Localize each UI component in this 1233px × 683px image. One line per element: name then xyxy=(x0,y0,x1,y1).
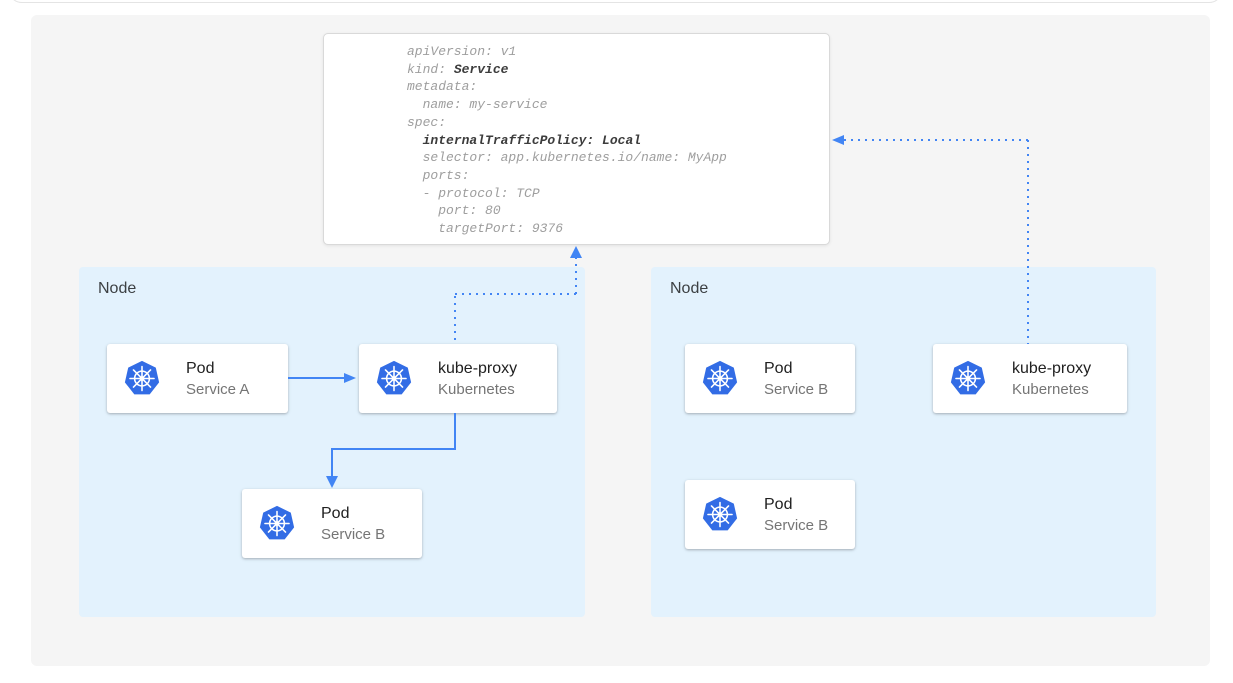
kubernetes-icon xyxy=(702,496,738,531)
node-right: Node Pod Service B xyxy=(651,267,1156,617)
kubernetes-icon xyxy=(259,505,295,540)
kubernetes-icon xyxy=(702,360,738,395)
dotted-left-seg2 xyxy=(455,293,577,295)
dotted-right-seg2 xyxy=(844,139,1028,141)
kubernetes-icon xyxy=(950,360,986,395)
dotted-left-seg1 xyxy=(454,296,456,344)
card-subtitle: Kubernetes xyxy=(438,380,515,398)
card-title: kube-proxy xyxy=(438,359,518,377)
pod-card-service-b-left: Pod Service B xyxy=(242,489,422,558)
card-title: kube-proxy xyxy=(1012,359,1092,377)
pod-card-service-b-right-2: Pod Service B xyxy=(685,480,855,549)
card-subtitle: Service B xyxy=(321,525,386,543)
card-title: Pod xyxy=(764,495,793,513)
card-subtitle: Service B xyxy=(764,516,829,534)
pod-card-service-b-right-1: Pod Service B xyxy=(685,344,855,413)
card-subtitle: Kubernetes xyxy=(1012,380,1089,398)
dotted-right-seg1 xyxy=(1027,140,1029,344)
arrow-kubeproxy-to-podb-seg3 xyxy=(331,448,333,477)
card-subtitle: Service A xyxy=(186,380,250,398)
card-title: Pod xyxy=(321,504,350,522)
kubernetes-icon xyxy=(124,360,160,395)
arrowhead-right-icon xyxy=(344,373,356,383)
pod-card-service-a: Pod Service A xyxy=(107,344,288,413)
kube-proxy-card-left: kube-proxy Kubernetes xyxy=(359,344,557,413)
kubernetes-icon xyxy=(376,360,412,395)
arrowhead-down-icon xyxy=(326,476,338,488)
arrowhead-left-icon xyxy=(832,135,844,145)
card-title: Pod xyxy=(764,359,793,377)
node-label: Node xyxy=(98,280,137,297)
kube-proxy-card-right: kube-proxy Kubernetes xyxy=(933,344,1127,413)
card-subtitle: Service B xyxy=(764,380,829,398)
arrow-kubeproxy-to-podb-seg1 xyxy=(454,413,456,450)
arrow-pod-to-kubeproxy xyxy=(288,377,345,379)
card-title: Pod xyxy=(186,359,215,377)
node-left: Node Pod Service A xyxy=(79,267,585,617)
top-divider xyxy=(8,0,1223,3)
arrowhead-up-icon xyxy=(570,246,582,258)
arrow-kubeproxy-to-podb-seg2 xyxy=(331,448,456,450)
node-label: Node xyxy=(670,280,709,297)
dotted-left-seg3 xyxy=(575,257,577,294)
